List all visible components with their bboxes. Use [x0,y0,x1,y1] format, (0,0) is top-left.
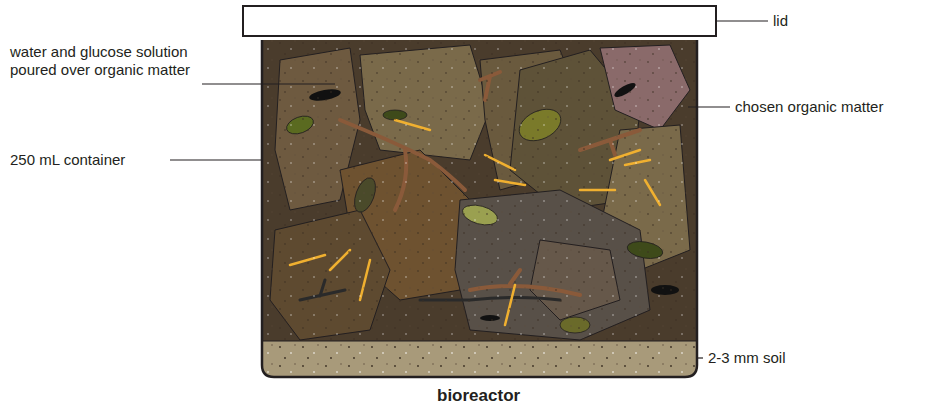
container-outline [262,40,697,377]
figure-caption: bioreactor [437,386,520,406]
leader-lines [170,21,768,358]
jar-contents [262,38,698,378]
lid-shape [243,6,716,36]
callout-label: chosen organic matter [735,98,930,116]
callout-label: water and glucose solution poured over o… [10,43,200,79]
callout-label: lid [773,12,923,30]
callout-label: 2-3 mm soil [708,349,908,367]
callout-label: 250 mL container [10,151,170,169]
